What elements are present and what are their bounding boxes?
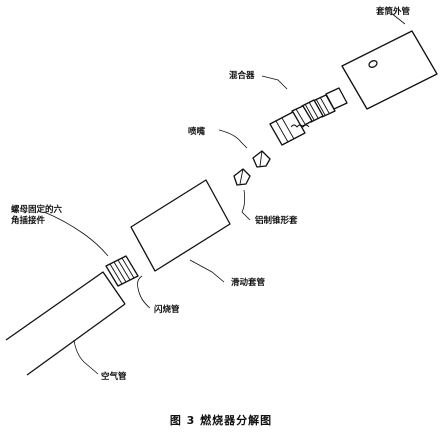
label-mixer: 混合器: [229, 70, 255, 81]
cone-sleeve-leader: [241, 189, 251, 221]
air-tube-leader: [73, 339, 99, 375]
hex-nut-fitting: [105, 255, 139, 287]
air-tube: [5, 271, 126, 376]
label-nozzle: 喷嘴: [188, 126, 206, 137]
outer-sleeve-tube: [341, 30, 438, 110]
mixer-leader: [261, 75, 288, 90]
nut-fitting-leader: [43, 211, 109, 257]
sliding-sleeve-tube: [130, 179, 231, 272]
nozzle: [252, 150, 271, 168]
label-air-tube: 空气管: [101, 371, 127, 382]
label-sliding-sleeve: 滑动套管: [231, 277, 266, 288]
label-cone-sleeve: 铝制锥形套: [255, 215, 298, 226]
label-nut-fitting-line1: 螺母固定的六: [11, 204, 63, 215]
sliding-sleeve-leader: [189, 259, 225, 283]
mixer: [269, 87, 348, 146]
label-outer-sleeve: 套筒外管: [376, 6, 411, 17]
flash-tube-leader: [137, 275, 151, 309]
outer-sleeve-leader: [390, 12, 406, 25]
figure-caption: 图 3 燃烧器分解图: [170, 413, 272, 427]
aluminum-cone-sleeve: [233, 168, 251, 186]
label-flash-tube: 闪烧管: [154, 304, 180, 315]
label-nut-fitting-line2: 角插接件: [11, 215, 46, 226]
nozzle-leader: [218, 129, 248, 149]
